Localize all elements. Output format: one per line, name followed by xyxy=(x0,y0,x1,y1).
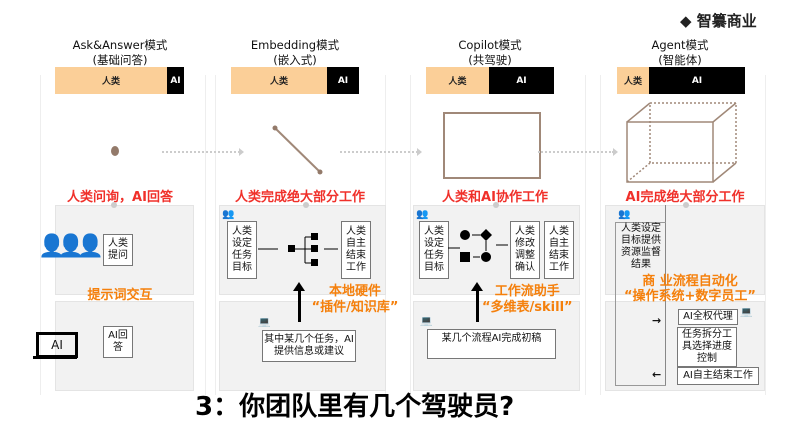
ai-draft-box: 某几个流程AI完成初稿 xyxy=(427,329,556,359)
ai-suggest-box: 其中某几个任务，AI提供信息或建议 xyxy=(262,330,356,362)
human-end-box: 人类自主结束工作 xyxy=(544,221,574,279)
progress-arrow xyxy=(340,148,422,156)
progress-arrow xyxy=(538,148,618,156)
mode-header-ask: Ask&Answer模式(基础问答) xyxy=(72,38,168,67)
ai-tasks-box: 任务拆分工具选择进度控制 xyxy=(677,327,737,367)
ai-proxy-box: AI全权代理 xyxy=(678,309,738,325)
automation-label: 商 业流程自动化“操作系统+数字员工” xyxy=(624,274,756,304)
progress-arrow xyxy=(162,148,244,156)
caption-copilot: 人类和AI协作工作 xyxy=(442,190,548,205)
human-ask-box: 人类提问 xyxy=(103,234,133,266)
up-arrow xyxy=(471,282,483,322)
mode-header-agent: Agent模式(智能体) xyxy=(651,38,709,67)
right-arrow: → xyxy=(652,314,662,327)
workflow-label: 工作流助手“多维表/skill” xyxy=(482,284,573,315)
ai-end-box: AI自主结束工作 xyxy=(677,367,759,385)
plugin-label: 本地硬件“插件/知识库” xyxy=(311,284,399,315)
cube-shape xyxy=(626,102,737,183)
task-tree-icon xyxy=(258,233,338,266)
question-title: 3：你团队里有几个驾驶员? xyxy=(195,392,515,422)
human-goal-box: 人类设定任务目标 xyxy=(419,221,449,279)
caption-ask: 人类问询，AI回答 xyxy=(67,190,173,205)
line-shape xyxy=(272,125,323,175)
up-arrow xyxy=(293,282,305,322)
people-icon: 👥 xyxy=(222,209,235,220)
mode-header-copilot: Copilot模式(共驾驶) xyxy=(458,38,522,67)
prompt-label: 提示词交互 xyxy=(87,288,153,303)
caption-agent: AI完成绝大部分工作 xyxy=(625,190,745,205)
workflow-icon xyxy=(448,229,508,262)
human-review-box: 人类修改调整确认 xyxy=(510,221,540,279)
human-goal-box: 人类设定任务目标 xyxy=(227,221,257,279)
square-shape xyxy=(443,112,541,179)
point-shape xyxy=(111,146,119,156)
mode-header-embedding: Embedding模式(嵌入式) xyxy=(250,38,340,67)
logo-icon: ◆ xyxy=(680,12,692,30)
people-icon: 👥 xyxy=(618,209,631,220)
logo: ◆ 智纂商业 xyxy=(680,12,757,30)
ai-answer-box: AI回答 xyxy=(103,326,133,358)
people-icon: 👤👤👤 xyxy=(38,234,104,259)
left-arrow: ← xyxy=(652,368,662,381)
human-supervise-box: 人类设定目标提供资源监督结果 xyxy=(621,223,661,270)
human-end-box: 人类自主结束工作 xyxy=(341,221,371,279)
caption-embedding: 人类完成绝大部分工作 xyxy=(234,190,365,205)
laptop-icon: AI xyxy=(36,332,78,358)
people-icon: 👥 xyxy=(416,209,429,220)
laptop-icon: 💻 xyxy=(258,317,271,328)
laptop-icon: 💻 xyxy=(740,307,753,318)
dimension-shapes xyxy=(111,102,737,183)
laptop-icon: 💻 xyxy=(420,316,433,327)
